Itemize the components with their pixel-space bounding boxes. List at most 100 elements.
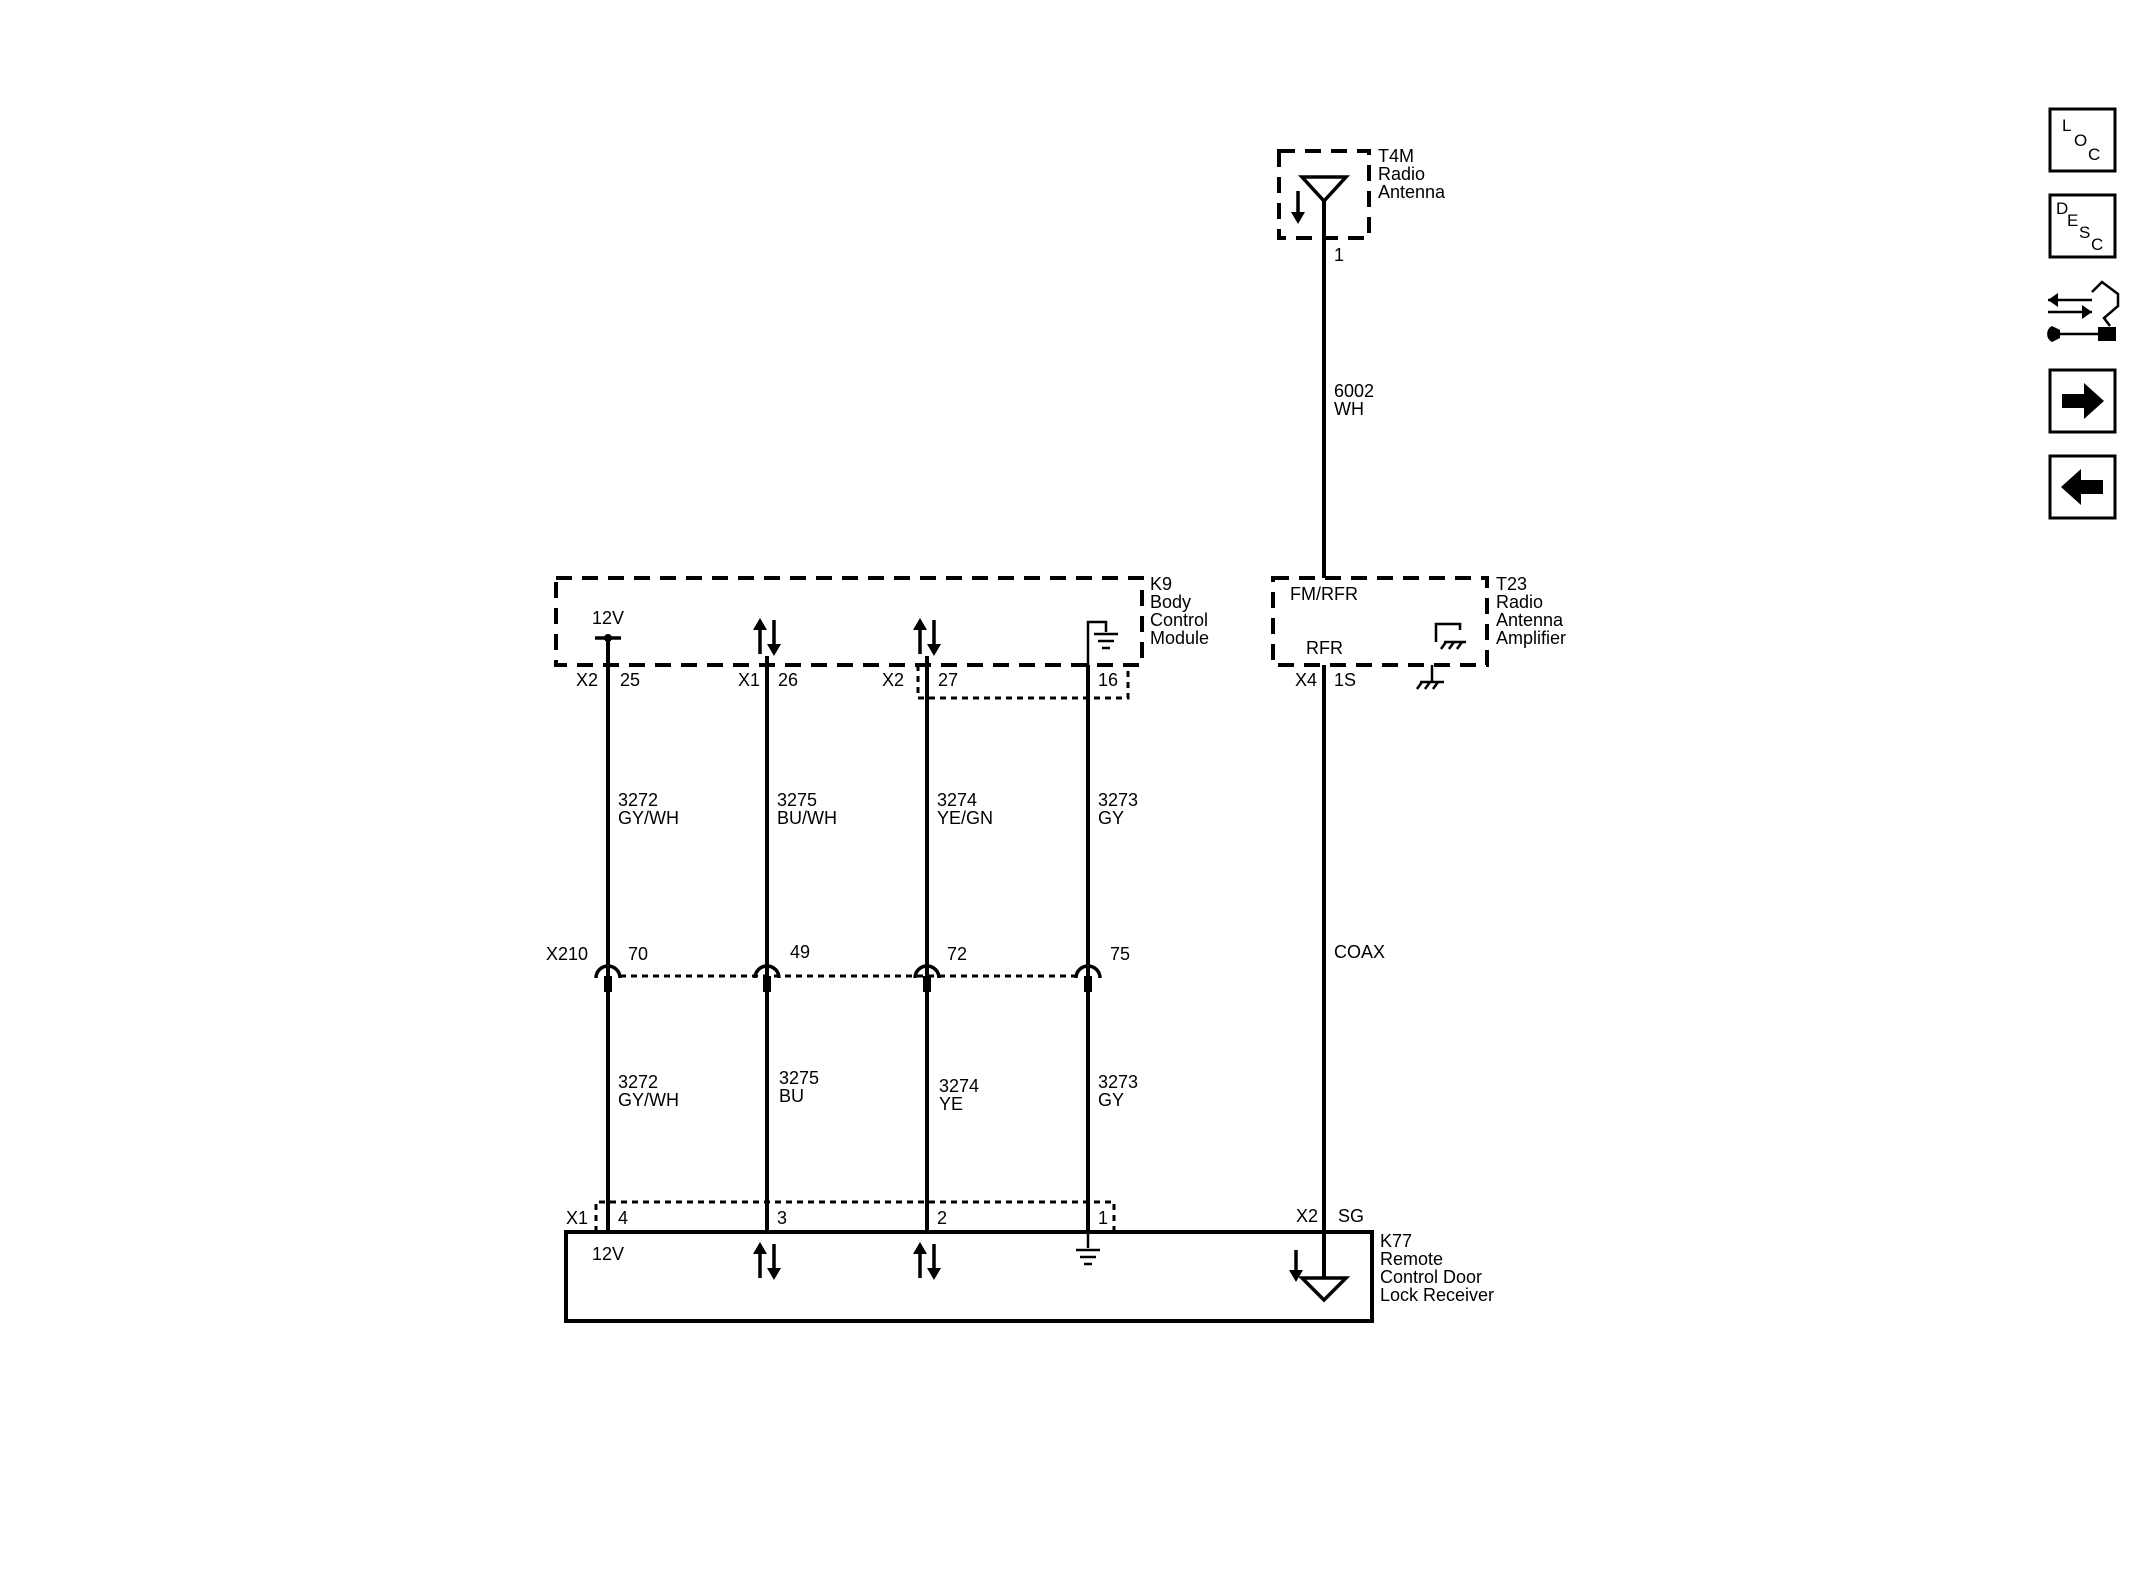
t23-line3: Amplifier <box>1496 628 1566 648</box>
k9-line1: Body <box>1150 592 1191 612</box>
k9-body-control-module: K9 Body Control Module 12V <box>554 574 1209 700</box>
t23-line1: Radio <box>1496 592 1543 612</box>
upper-wire-3-color: YE/GN <box>937 808 993 828</box>
previous-page-button[interactable] <box>2048 454 2117 520</box>
upper-wire-1-color: GY/WH <box>618 808 679 828</box>
t23-pin: 1S <box>1334 670 1356 690</box>
t4m-id: T4M <box>1378 146 1414 166</box>
location-button[interactable]: L O C <box>2048 107 2117 173</box>
upper-wire-3-circuit: 3274 <box>937 790 977 810</box>
k77-remote-control-door-lock-receiver: X1 4 3 2 1 X2 SG 12V <box>564 1200 1494 1323</box>
k9-conn-2: X1 <box>738 670 760 690</box>
t23-conn: X4 <box>1295 670 1317 690</box>
x210-pin-3: 72 <box>947 944 967 964</box>
t4m-radio-antenna: T4M Radio Antenna 1 <box>1277 146 1446 265</box>
k9-conn-3: X2 <box>882 670 904 690</box>
k77-line3: Lock Receiver <box>1380 1285 1494 1305</box>
k77-pin-2: 3 <box>777 1208 787 1228</box>
bidirectional-arrow-icon <box>913 618 941 656</box>
bidirectional-arrow-icon <box>753 618 781 656</box>
inline-connector-pin <box>913 964 941 992</box>
bidirectional-arrow-icon <box>913 1242 941 1280</box>
k77-coax-conn: X2 <box>1296 1206 1318 1226</box>
coax-label: COAX <box>1334 942 1385 962</box>
k9-voltage: 12V <box>592 608 624 628</box>
k9-pin-3: 27 <box>938 670 958 690</box>
description-button[interactable]: D E S C <box>2048 193 2117 259</box>
signal-arrow-icon <box>1289 1250 1303 1282</box>
wire-harness: 3272 GY/WH 3275 BU/WH 3274 YE/GN 3273 GY… <box>606 638 1138 1232</box>
loc-letter-1: L <box>2062 116 2071 135</box>
antenna-symbol-icon <box>1298 175 1350 204</box>
t23-line2: Antenna <box>1496 610 1564 630</box>
k9-id: K9 <box>1150 574 1172 594</box>
x210-pin-2: 49 <box>790 942 810 962</box>
upper-wire-4-circuit: 3273 <box>1098 790 1138 810</box>
antenna-wire-circuit: 6002 <box>1334 381 1374 401</box>
loc-letter-3: C <box>2088 145 2100 164</box>
upper-wire-1-circuit: 3272 <box>618 790 658 810</box>
upper-wire-2-color: BU/WH <box>777 808 837 828</box>
x210-pin-4: 75 <box>1110 944 1130 964</box>
lower-wire-2-color: BU <box>779 1086 804 1106</box>
upper-wire-2-circuit: 3275 <box>777 790 817 810</box>
lower-wire-2-circuit: 3275 <box>779 1068 819 1088</box>
k77-id: K77 <box>1380 1231 1412 1251</box>
arrow-right-icon <box>2062 383 2104 419</box>
t23-id: T23 <box>1496 574 1527 594</box>
k9-pin-4: 16 <box>1098 670 1118 690</box>
chassis-ground-icon <box>1415 665 1444 690</box>
desc-letter-2: E <box>2067 211 2078 230</box>
arrow-left-icon <box>2061 469 2103 505</box>
x210-conn: X210 <box>546 944 588 964</box>
k77-line2: Control Door <box>1380 1267 1482 1287</box>
next-page-button[interactable] <box>2048 368 2117 434</box>
k9-pin-2: 26 <box>778 670 798 690</box>
k77-pin-1: 4 <box>618 1208 628 1228</box>
k9-line3: Module <box>1150 628 1209 648</box>
lower-wire-4-circuit: 3273 <box>1098 1072 1138 1092</box>
connector-outline <box>916 665 1130 700</box>
ground-icon <box>1076 1232 1100 1266</box>
t4m-line1: Radio <box>1378 164 1425 184</box>
bidirectional-arrow-icon <box>753 1242 781 1280</box>
t23-signal-top: FM/RFR <box>1290 584 1358 604</box>
desc-letter-3: S <box>2079 223 2090 242</box>
lower-wire-4-color: GY <box>1098 1090 1124 1110</box>
k9-conn-1: X2 <box>576 670 598 690</box>
k9-line2: Control <box>1150 610 1208 630</box>
loc-letter-2: O <box>2074 131 2087 150</box>
nav-toolbar: L O C D E S C <box>2047 107 2120 520</box>
inline-connector-pin <box>753 964 781 992</box>
inline-connector-pin <box>594 964 622 992</box>
connector-wrench-icon <box>2047 280 2120 342</box>
antenna-symbol-icon <box>1297 1276 1351 1303</box>
k77-voltage: 12V <box>592 1244 624 1264</box>
lower-wire-1-color: GY/WH <box>618 1090 679 1110</box>
connector-outline <box>594 1200 1116 1232</box>
t23-signal-bottom: RFR <box>1306 638 1343 658</box>
antenna-wire-color: WH <box>1334 399 1364 419</box>
upper-wire-4-color: GY <box>1098 808 1124 828</box>
ground-icon <box>1086 620 1118 665</box>
lower-wire-1-circuit: 3272 <box>618 1072 658 1092</box>
t23-radio-antenna-amplifier: FM/RFR RFR T23 Radio Antenna Amplifier X… <box>1271 574 1566 690</box>
k9-pin-1: 25 <box>620 670 640 690</box>
k77-conn: X1 <box>566 1208 588 1228</box>
connector-end-view-button[interactable] <box>2047 280 2120 342</box>
desc-letter-1: D <box>2056 199 2068 218</box>
k77-pin-4: 1 <box>1098 1208 1108 1228</box>
k77-coax-pin: SG <box>1338 1206 1364 1226</box>
k77-line1: Remote <box>1380 1249 1443 1269</box>
desc-letter-4: C <box>2091 235 2103 254</box>
chassis-ground-icon <box>1434 622 1466 650</box>
x210-inline-connector: X210 70 49 72 75 <box>546 942 1130 992</box>
lower-wire-3-color: YE <box>939 1094 963 1114</box>
t4m-pin: 1 <box>1334 245 1344 265</box>
x210-pin-1: 70 <box>628 944 648 964</box>
k77-pin-3: 2 <box>937 1208 947 1228</box>
lower-wire-3-circuit: 3274 <box>939 1076 979 1096</box>
inline-connector-pin <box>1074 964 1102 992</box>
t4m-line2: Antenna <box>1378 182 1446 202</box>
